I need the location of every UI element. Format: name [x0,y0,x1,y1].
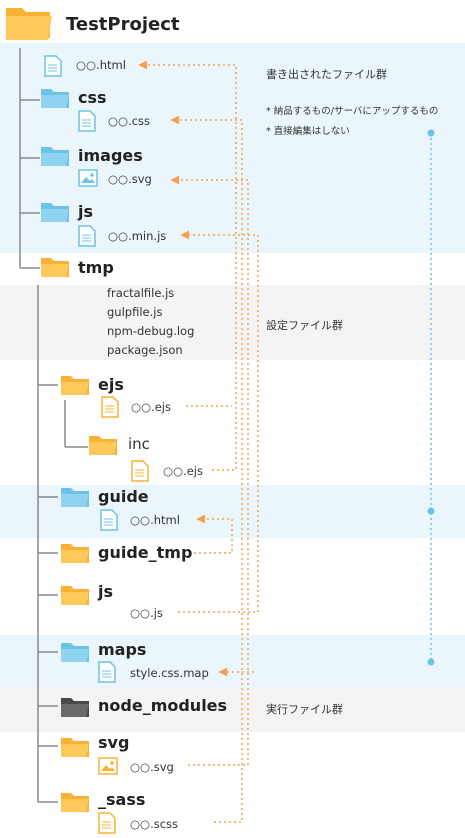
maps-folder-icon [60,640,90,668]
guide-tmp-folder-label: guide_tmp [98,543,193,562]
inc-folder-icon [88,433,118,461]
inc-ejs-file-icon [131,460,149,486]
root-folder-icon [4,2,54,46]
svg-folder-label: svg [98,733,130,752]
arrow-scss-to-css [170,115,243,823]
min-js-file: ○○.min.js [108,229,167,243]
sass-folder-label: _sass [98,790,146,809]
images-folder-icon [40,144,70,172]
guide-html-file-icon [100,509,118,535]
ejs-folder-icon [60,373,90,401]
arrow-js-to-min-js [178,230,259,613]
css-folder-icon [40,86,70,114]
delivery-note: * 納品するもの/サーバにアップするもの [266,106,439,117]
scss-file-icon [98,812,116,838]
css-file: ○○.css [108,114,151,128]
npm-debug-log: npm-debug.log [107,324,195,338]
output-files-band [0,43,465,253]
css-folder-label: css [78,88,107,107]
svg-file: ○○.svg [108,172,152,186]
package-json: package.json [107,343,183,357]
fractalfile: fractalfile.js [107,286,175,300]
no-edit-note: * 直接編集はしない [266,126,350,137]
arrow-guide-tmp-to-guide [194,514,233,554]
root-html-file: ○○.html [76,58,126,72]
guide-folder-label: guide [98,487,149,506]
js-folder-label: js [78,202,94,221]
image-file-icon [78,169,98,191]
exec-group-label: 実行ファイル群 [266,703,343,716]
node-modules-folder-icon [60,695,90,723]
ejs-folder-label: ejs [98,375,124,394]
tmp-js-folder-label: js [98,582,114,601]
config-files-band [0,285,465,360]
bracket-dot-top [427,129,435,137]
tmp-svg-file: ○○.svg [130,760,174,774]
html-file-icon [44,55,62,81]
maps-folder-label: maps [98,640,147,659]
root-folder-label: TestProject [66,14,180,35]
node-modules-folder-label: node_modules [98,696,228,715]
tmp-js-folder-icon [60,583,90,611]
tmp-folder-icon [40,255,70,283]
arrow-svg-to-svg [170,175,249,766]
arrow-inc-ejs-to-html [138,60,237,471]
guide-tmp-folder-icon [60,541,90,569]
bracket-dot-middle [427,507,435,515]
js-file-icon [78,225,96,251]
bracket-dot-bottom [427,658,435,666]
gulpfile: gulpfile.js [107,305,163,319]
js-folder-icon [40,200,70,228]
svg-folder-icon [60,735,90,763]
tmp-folder-label: tmp [78,258,114,277]
scss-file: ○○.scss [130,817,179,831]
ejs-file-icon [101,396,119,422]
output-group-label: 書き出されたファイル群 [266,68,387,81]
ejs-file: ○○.ejs [131,400,171,414]
inc-folder-label: inc [128,435,150,453]
config-group-label: 設定ファイル群 [266,319,343,332]
inc-ejs-file: ○○.ejs [163,464,203,478]
tmp-js-file: ○○.js [130,606,163,620]
guide-html-file: ○○.html [130,513,180,527]
map-file: style.css.map [130,666,209,680]
images-folder-label: images [78,146,143,165]
guide-folder-icon [60,485,90,513]
tmp-svg-file-icon [98,757,118,779]
css-file-icon [78,110,96,136]
map-file-icon [98,661,116,687]
sass-folder-icon [60,790,90,818]
